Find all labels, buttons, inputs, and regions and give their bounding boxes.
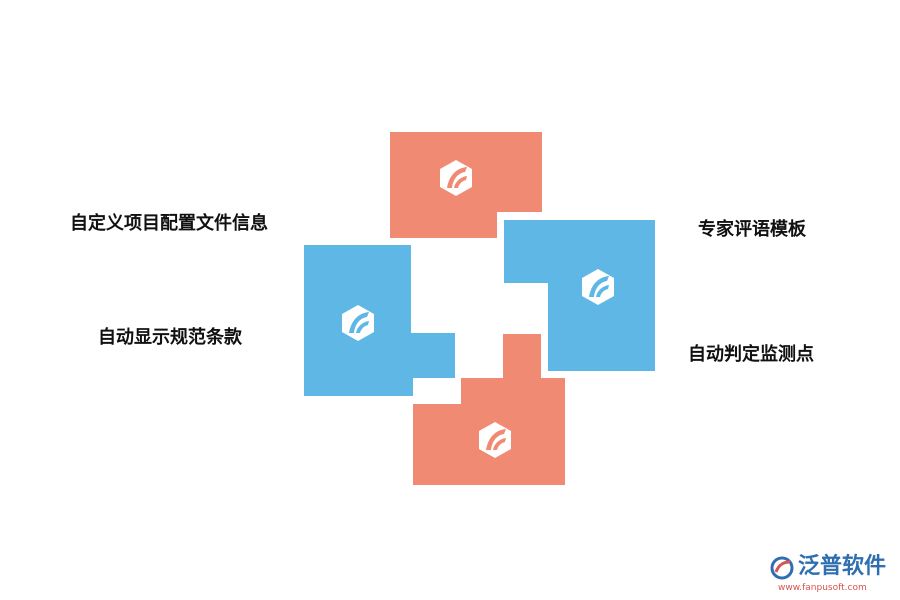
hexagon-leaf-icon — [342, 305, 374, 341]
label-expert-comment-template: 专家评语模板 — [698, 219, 806, 240]
hexagon-leaf-icon — [479, 422, 511, 458]
brand-mark-icon — [770, 556, 794, 580]
hexagon-leaf-icon — [582, 269, 614, 305]
hexagon-leaf-icon — [440, 160, 472, 196]
label-auto-show-spec-clauses: 自动显示规范条款 — [98, 327, 242, 348]
brand-url: www.fanpusoft.com — [778, 583, 867, 593]
bottom-tile-notch — [413, 378, 461, 404]
label-custom-project-config: 自定义项目配置文件信息 — [70, 213, 268, 234]
brand-name: 泛普软件 — [798, 554, 887, 579]
label-auto-judge-monitoring-points: 自动判定监测点 — [688, 344, 814, 365]
left-tile-notch — [411, 245, 455, 333]
bottom-connector-square — [503, 334, 541, 380]
brand-logo: 泛普软件 www.fanpusoft.com — [766, 552, 896, 598]
